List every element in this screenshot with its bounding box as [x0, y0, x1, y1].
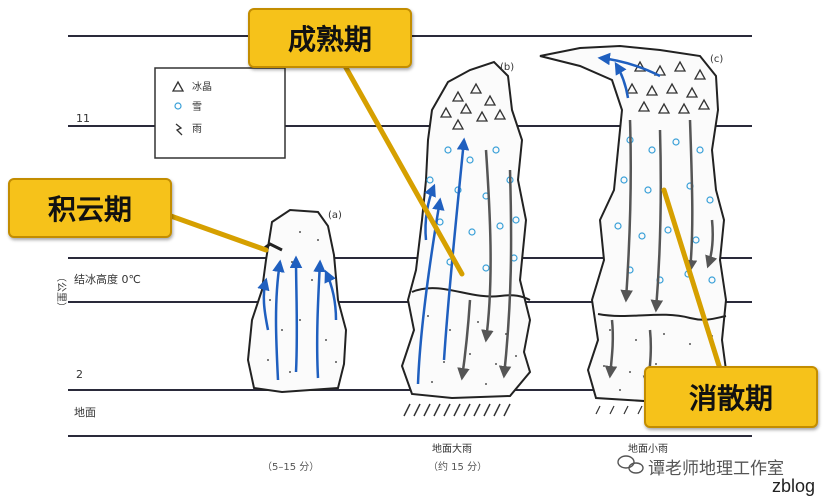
stage-ground-label-c: 地面小雨 — [628, 442, 668, 455]
axis-unit-label: （公里） — [55, 272, 67, 312]
downdraft-arrow — [481, 149, 494, 343]
ice-crystal-icon — [171, 80, 185, 92]
legend-ice-label: 冰晶 — [192, 80, 212, 93]
updraft-arrow — [614, 61, 630, 99]
cloud-b: (b) — [400, 60, 532, 473]
cloud-c-outline — [539, 44, 728, 404]
mature-pointer — [342, 63, 465, 277]
updraft-arrow — [416, 197, 445, 385]
downdraft-arrow — [684, 119, 698, 273]
downdraft-arrow — [620, 119, 633, 303]
legend: 冰晶 雪 雨 — [154, 67, 286, 159]
cloud-c-freezing-boundary — [597, 313, 727, 321]
cloud-b-downdrafts — [457, 149, 513, 381]
updraft-arrow — [289, 255, 303, 373]
ground-label: 地面 — [74, 406, 96, 419]
cloud-a: (a) （5–15 分） — [246, 208, 348, 473]
cloud-c-updrafts — [597, 52, 661, 99]
stage-id-b: (b) — [500, 62, 514, 73]
legend-box — [154, 67, 286, 159]
stage-duration-b: （约 15 分） — [428, 460, 487, 473]
cloud-b-snow — [426, 146, 520, 272]
tick-label-2: 2 — [76, 368, 83, 381]
downdraft-arrow — [650, 129, 664, 313]
tick-label-11: 11 — [76, 112, 90, 125]
downdraft-arrow — [604, 319, 618, 379]
cloud-b-freezing-boundary — [411, 287, 531, 301]
stage-duration-a: （5–15 分） — [262, 461, 319, 473]
updraft-arrow — [313, 259, 326, 379]
dissipating-pointer — [661, 187, 729, 391]
downdraft-arrow — [705, 219, 718, 269]
wechat-icon — [617, 455, 644, 474]
cloud-c-ice-crystals — [625, 60, 711, 114]
updraft-arrow — [257, 277, 270, 331]
updraft-arrow — [597, 52, 661, 78]
snow-icon — [174, 102, 182, 110]
mature-callout: 成熟期 — [248, 8, 412, 68]
cumulus-callout: 积云期 — [8, 178, 172, 238]
callout-pointers — [165, 63, 729, 391]
downdraft-arrow — [498, 169, 513, 379]
cloud-a-updrafts — [257, 255, 338, 381]
stage-id-c: (c) — [710, 54, 723, 65]
rain-icon — [175, 123, 183, 136]
watermark-studio: 谭老师地理工作室 — [648, 459, 784, 478]
heavy-rain-marks — [403, 403, 511, 417]
dissipating-callout: 消散期 — [644, 366, 818, 428]
freezing-level-label: 结冰高度 0℃ — [74, 272, 141, 286]
stage-ground-label-b: 地面大雨 — [432, 442, 472, 455]
watermark-blog: zblog — [772, 476, 816, 496]
updraft-arrow — [324, 269, 338, 321]
updraft-arrow — [272, 259, 285, 381]
legend-snow-label: 雪 — [192, 101, 202, 113]
cloud-b-ice-crystals — [439, 82, 507, 130]
cloud-c: (c) — [539, 44, 728, 455]
downdraft-arrow — [457, 299, 472, 381]
cumulus-pointer — [165, 212, 269, 253]
legend-rain-label: 雨 — [192, 124, 202, 135]
cloud-b-outline — [400, 60, 532, 400]
stage-id-a: (a) — [328, 210, 342, 221]
